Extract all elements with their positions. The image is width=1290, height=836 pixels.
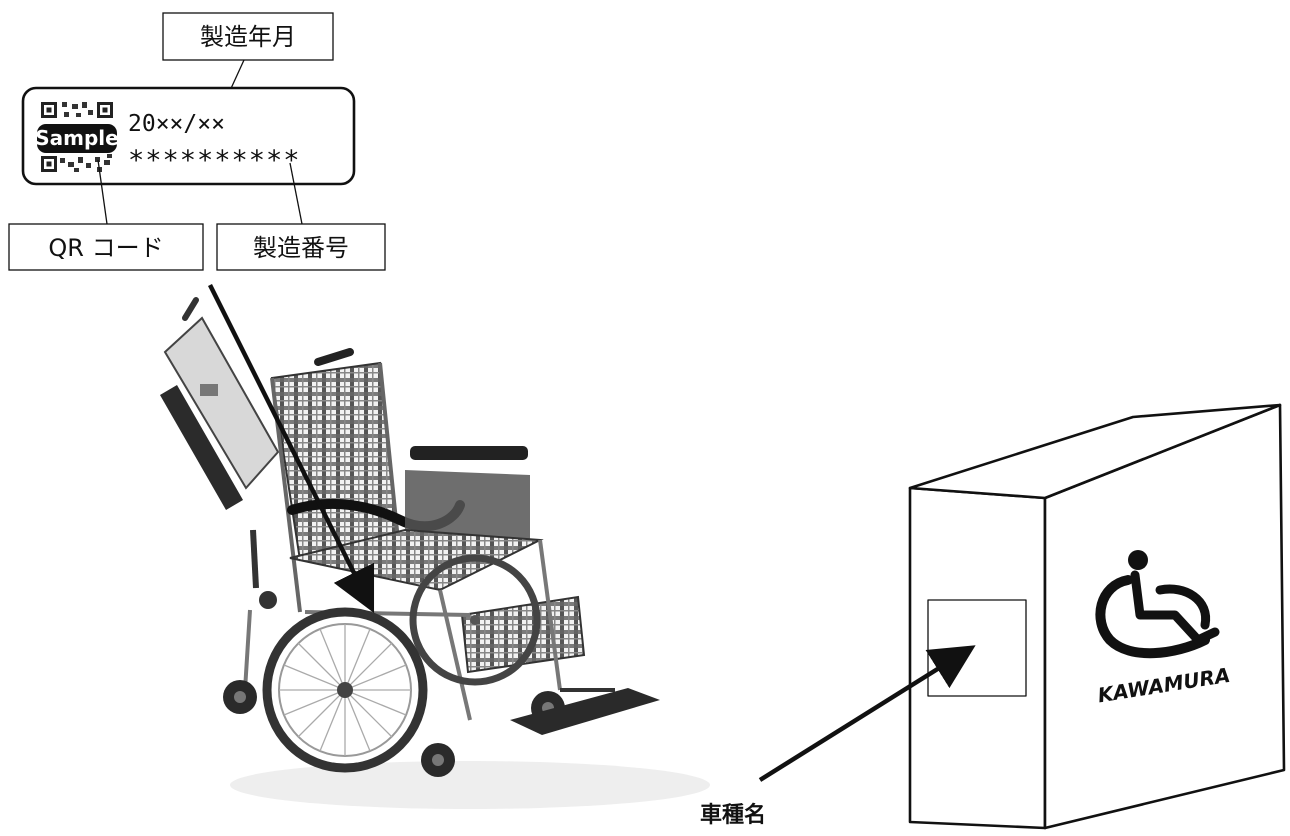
- date-callout-label: 製造年月: [200, 23, 296, 51]
- wheelchair-image: [160, 297, 710, 809]
- wheelchair-logo-icon: [1095, 550, 1220, 659]
- date-callout: 製造年月: [162, 12, 334, 61]
- serial-value: **********: [128, 145, 301, 176]
- serial-callout-label: 製造番号: [253, 234, 349, 262]
- qr-code-icon: Sample: [35, 101, 119, 173]
- model-name-arrow: [758, 645, 976, 782]
- model-name-callout: 車種名: [700, 802, 766, 828]
- label-panel: Sample 20××/×× **********: [21, 86, 356, 186]
- model-label-area: [927, 599, 1027, 697]
- serial-callout: 製造番号: [216, 223, 386, 271]
- date-value: 20××/××: [128, 111, 225, 137]
- qr-sample-stamp: Sample: [35, 126, 118, 150]
- serial-leader-line: [289, 162, 303, 225]
- qr-callout-label: QR コード: [48, 234, 163, 262]
- qr-callout: QR コード: [8, 223, 204, 271]
- qr-leader-line: [97, 159, 108, 225]
- serial-location-arrow: [207, 283, 375, 614]
